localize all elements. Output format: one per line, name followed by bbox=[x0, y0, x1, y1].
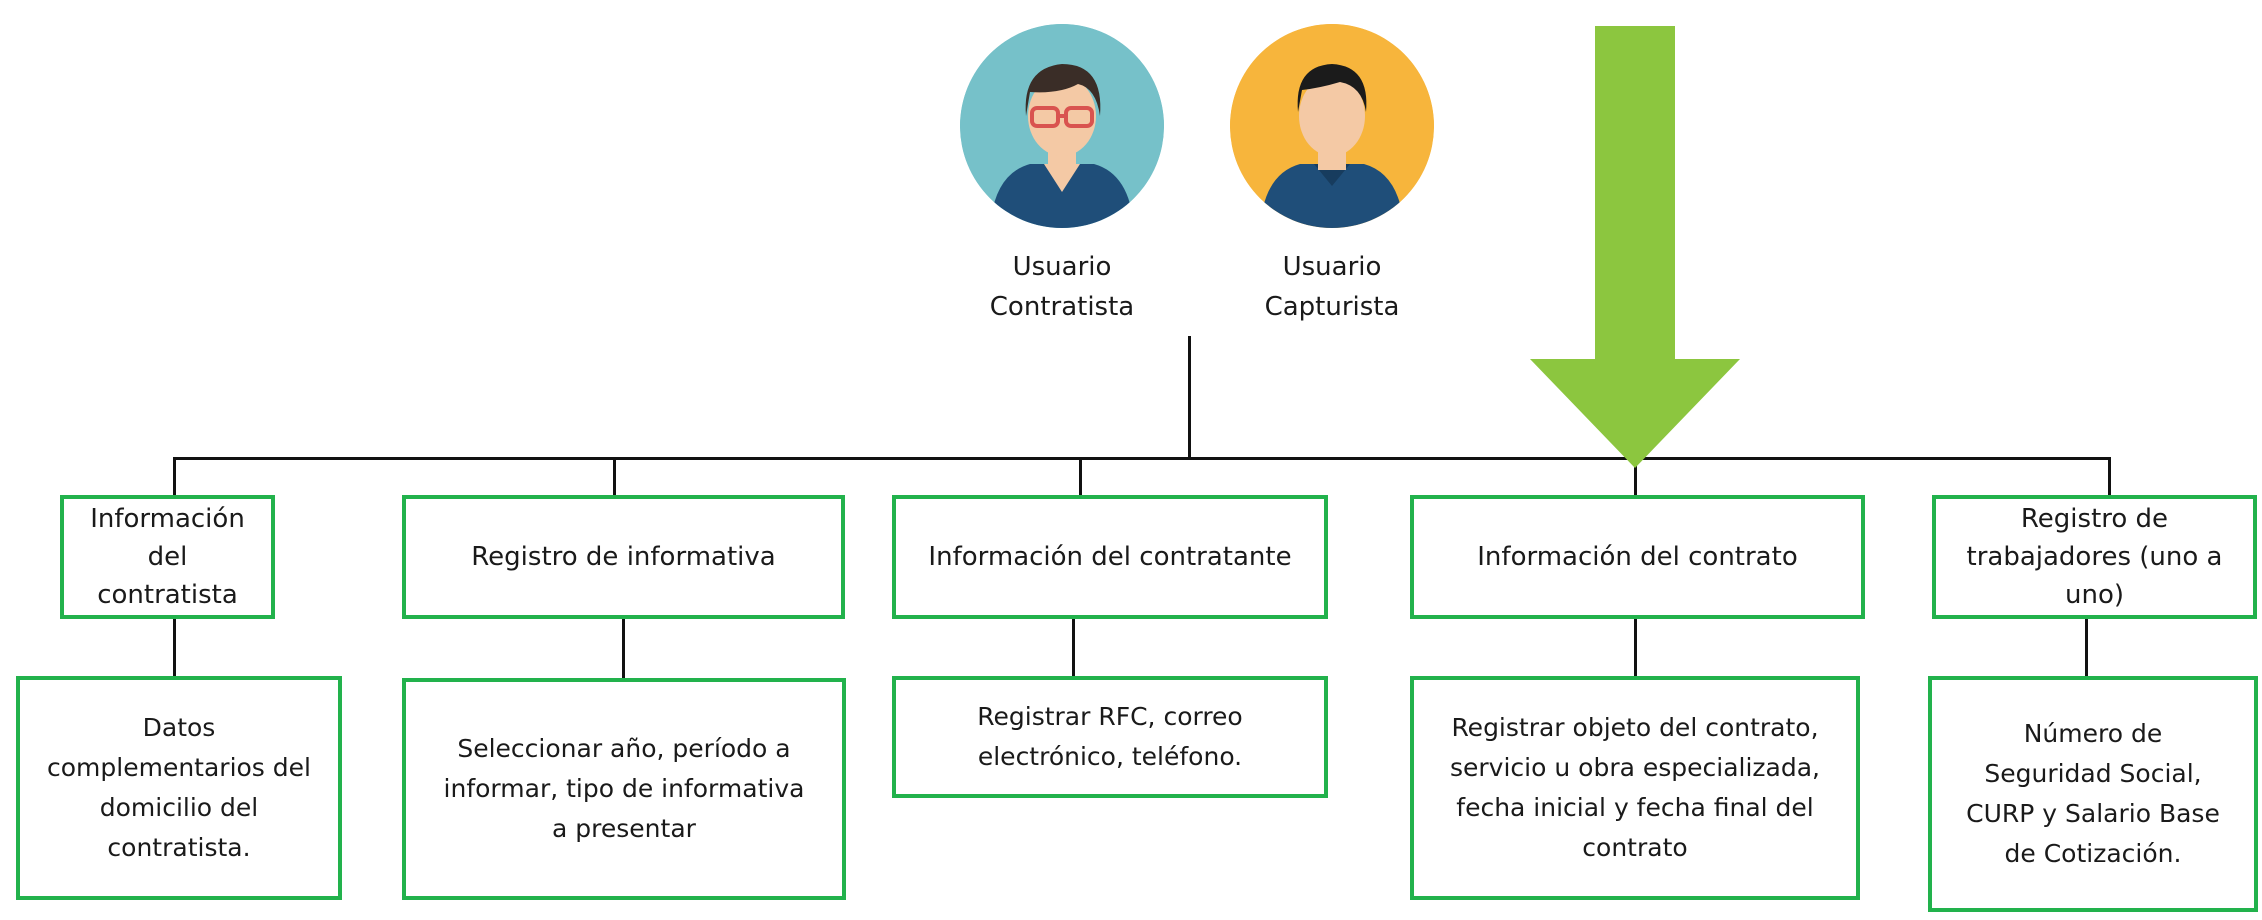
category-title: Información del contratista bbox=[90, 504, 245, 610]
category-box-contratista: Información del contratista bbox=[60, 495, 275, 619]
category-title: Información del contratante bbox=[928, 542, 1292, 572]
detail-text: Registrar RFC, correo electrónico, teléf… bbox=[977, 702, 1243, 771]
user-label-contratista: Usuario Contratista bbox=[989, 252, 1135, 322]
sub-connector-2 bbox=[622, 617, 625, 679]
category-box-trabajadores: Registro de trabajadores (uno a uno) bbox=[1932, 495, 2257, 619]
avatar-contratista bbox=[960, 24, 1164, 228]
down-arrow-icon bbox=[1530, 26, 1740, 468]
category-box-contratante: Información del contratante bbox=[892, 495, 1328, 619]
category-title: Información del contrato bbox=[1477, 542, 1798, 572]
detail-box-informativa: Seleccionar año, período a informar, tip… bbox=[402, 678, 846, 900]
sub-connector-3 bbox=[1072, 617, 1075, 679]
category-box-contrato: Información del contrato bbox=[1410, 495, 1865, 619]
drop-connector-4 bbox=[1634, 458, 1637, 496]
detail-text: Seleccionar año, período a informar, tip… bbox=[443, 734, 805, 843]
avatar-capturista bbox=[1230, 24, 1434, 228]
user-glasses-icon bbox=[960, 24, 1164, 228]
detail-box-contrato: Registrar objeto del contrato, servicio … bbox=[1410, 676, 1860, 900]
drop-connector-3 bbox=[1079, 458, 1082, 496]
user-label-capturista: Usuario Capturista bbox=[1264, 252, 1400, 322]
user-icon bbox=[1230, 24, 1434, 228]
category-title: Registro de trabajadores (uno a uno) bbox=[1966, 504, 2223, 610]
category-title: Registro de informativa bbox=[471, 542, 776, 572]
detail-text: Número de Seguridad Social, CURP y Salar… bbox=[1966, 719, 2220, 868]
horizontal-connector bbox=[173, 457, 2111, 460]
detail-text: Registrar objeto del contrato, servicio … bbox=[1450, 713, 1820, 862]
sub-connector-5 bbox=[2085, 617, 2088, 679]
drop-connector-2 bbox=[613, 458, 616, 496]
detail-text: Datos complementarios del domicilio del … bbox=[47, 713, 311, 862]
trunk-connector bbox=[1188, 336, 1191, 458]
category-box-informativa: Registro de informativa bbox=[402, 495, 845, 619]
detail-box-contratista: Datos complementarios del domicilio del … bbox=[16, 676, 342, 900]
sub-connector-4 bbox=[1634, 617, 1637, 679]
detail-box-contratante: Registrar RFC, correo electrónico, teléf… bbox=[892, 676, 1328, 798]
drop-connector-5 bbox=[2108, 458, 2111, 496]
detail-box-trabajadores: Número de Seguridad Social, CURP y Salar… bbox=[1928, 676, 2258, 912]
sub-connector-1 bbox=[173, 617, 176, 679]
drop-connector-1 bbox=[173, 458, 176, 496]
